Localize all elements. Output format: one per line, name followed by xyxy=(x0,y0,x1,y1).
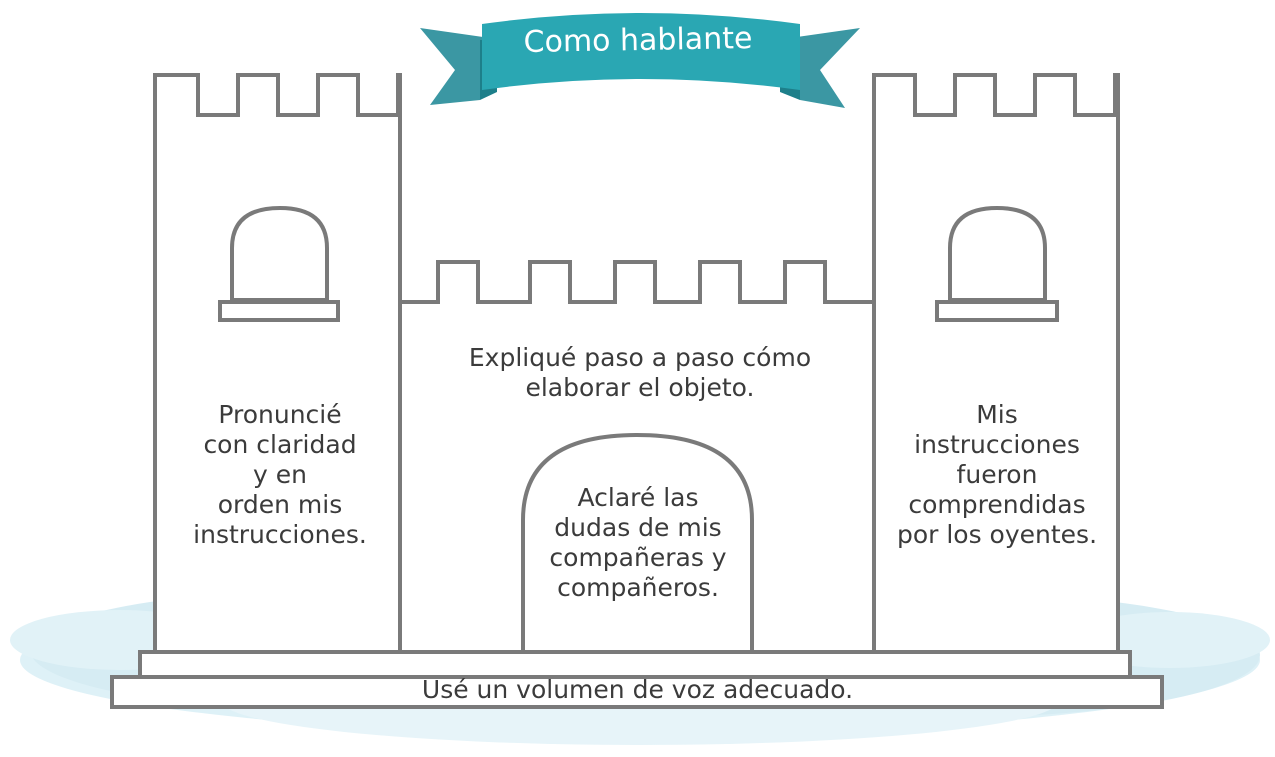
left-tower xyxy=(153,73,402,654)
door-text: Aclaré las dudas de mis compañeras y com… xyxy=(549,483,727,602)
left-window xyxy=(230,205,329,302)
banner-ribbon xyxy=(420,13,860,108)
right-tower xyxy=(872,73,1120,654)
base-text: Usé un volumen de voz adecuado. xyxy=(421,675,854,704)
right-window-sill xyxy=(935,300,1059,322)
banner-title: Como hablante xyxy=(523,21,753,60)
gate-door xyxy=(521,432,754,654)
center-wall-text: Expliqué paso a paso cómo elaborar el ob… xyxy=(468,343,812,402)
base-step-lower xyxy=(110,675,1164,709)
base-step-upper xyxy=(138,650,1132,679)
left-tower-text: Pronuncié con claridad y en orden mis in… xyxy=(193,400,367,549)
right-window xyxy=(948,205,1047,302)
left-window-sill xyxy=(218,300,340,322)
right-tower-text: Mis instrucciones fueron comprendidas po… xyxy=(896,400,1098,549)
